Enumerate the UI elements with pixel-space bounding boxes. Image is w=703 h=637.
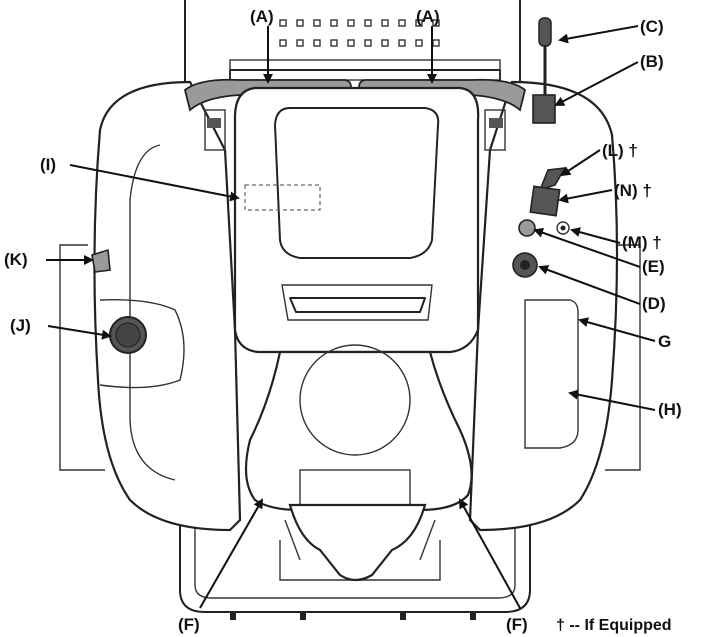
callout-f-right: (F)	[506, 615, 528, 634]
controls-left	[91, 248, 147, 354]
callout-h: (H)	[658, 400, 682, 419]
callout-c: (C)	[640, 17, 664, 36]
left-fender	[59, 80, 242, 532]
callout-g: G	[658, 332, 671, 351]
controls-right	[512, 17, 570, 278]
rops-vent-holes	[279, 19, 440, 47]
callout-m: (M) †	[622, 233, 662, 252]
chassis-pedestal	[244, 344, 473, 582]
rops-frame	[184, 0, 521, 91]
callout-labels: (A) (A) (C) (B) (L) † (N) † (M) † (E) (D…	[4, 7, 682, 634]
callout-e: (E)	[642, 257, 665, 276]
callout-a-right: (A)	[416, 7, 440, 26]
right-fender	[468, 80, 641, 532]
seat	[233, 86, 480, 354]
callout-n: (N) †	[614, 181, 652, 200]
callout-a-left: (A)	[250, 7, 274, 26]
callout-j: (J)	[10, 316, 31, 335]
callout-f-left: (F)	[178, 615, 200, 634]
callout-k: (K)	[4, 250, 28, 269]
callout-i: (I)	[40, 155, 56, 174]
footnote-if-equipped: † -- If Equipped	[556, 617, 672, 634]
callout-b: (B)	[640, 52, 664, 71]
callout-l: (L) †	[602, 141, 638, 160]
callout-d: (D)	[642, 294, 666, 313]
leader-lines	[46, 25, 656, 609]
